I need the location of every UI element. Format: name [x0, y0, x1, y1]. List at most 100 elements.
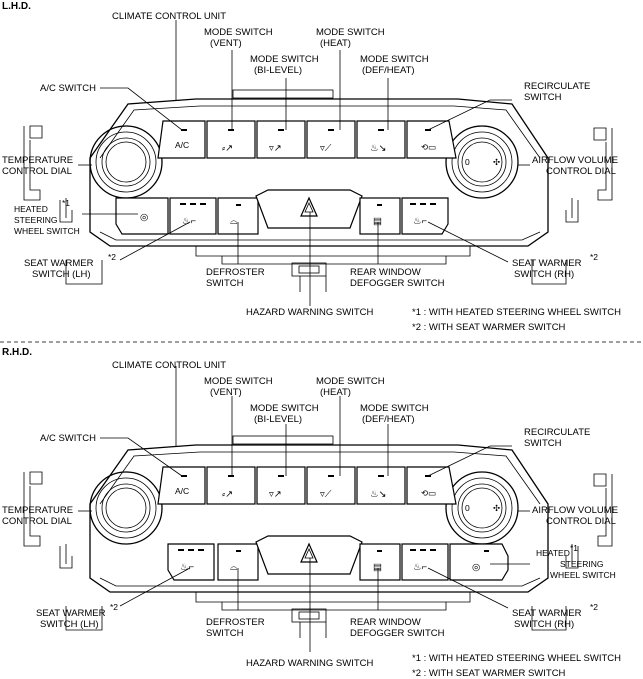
vent-icon: ⸗↗	[222, 143, 233, 154]
bilevel-icon: ▿↗	[269, 489, 282, 500]
def-heat-icon: ♨↘	[370, 143, 387, 154]
mode-vent-switch[interactable]: ⸗↗	[206, 466, 256, 505]
airflow-min-mark: 0	[465, 503, 470, 513]
rear-window-defogger-switch[interactable]: ▤	[359, 543, 401, 581]
vent-label-line1: MODE SWITCH	[204, 27, 273, 38]
defheat-label-line2: (DEF/HEAT)	[362, 414, 415, 425]
defroster-label-line2: SWITCH	[206, 628, 244, 639]
seat-heat-icon: ♨⌐	[180, 562, 194, 573]
heated-label-line3: WHEEL SWITCH	[550, 570, 616, 580]
seat-rh-label-line2: SWITCH (RH)	[514, 619, 574, 630]
heat-label-line1: MODE SWITCH	[316, 376, 385, 387]
heat-icon: ▿⟋	[320, 143, 332, 154]
footnote-2: *2 : WITH SEAT WARMER SWITCH	[412, 322, 566, 333]
recirculate-label-line1: RECIRCULATE	[524, 81, 590, 92]
ac-switch[interactable]: A/C	[157, 120, 206, 159]
seat-rh-label-superscript: *2	[590, 602, 598, 612]
airflow-label-line1: AIRFLOW VOLUME	[532, 155, 618, 166]
section-header: R.H.D.	[2, 347, 32, 358]
mode-heat-switch[interactable]: ▿⟋	[306, 120, 356, 159]
airflow-volume-control-dial[interactable]: 0 ✣	[445, 125, 519, 199]
vent-icon: ⸗↗	[222, 489, 233, 500]
ac-switch-label: A/C SWITCH	[40, 83, 96, 94]
seat-heat-icon: ♨⌐	[413, 562, 427, 573]
footnote-1: *1 : WITH HEATED STEERING WHEEL SWITCH	[412, 653, 621, 664]
heated-steering-wheel-switch[interactable]: ◎	[115, 197, 169, 235]
recirculate-label-line2: SWITCH	[524, 438, 562, 449]
vent-label-line2: (VENT)	[210, 38, 242, 49]
hazard-label: HAZARD WARNING SWITCH	[246, 307, 374, 318]
mode-vent-switch[interactable]: ⸗↗	[206, 120, 256, 159]
climate-control-unit	[23, 435, 613, 638]
ac-button-text: A/C	[175, 486, 189, 496]
ac-switch[interactable]: A/C	[157, 466, 206, 505]
heated-label-line2: STEERING	[560, 559, 603, 569]
mode-heat-switch[interactable]: ▿⟋	[306, 466, 356, 505]
airflow-label-line2: CONTROL DIAL	[546, 516, 616, 527]
fan-icon: ✣	[493, 503, 501, 513]
rear-window-defogger-switch[interactable]: ▤	[359, 197, 401, 235]
heated-label-superscript: *1	[62, 198, 70, 208]
mode-bilevel-switch[interactable]: ▿↗	[256, 120, 306, 159]
bilevel-label-line1: MODE SWITCH	[250, 54, 319, 65]
climate-control-unit	[23, 89, 613, 292]
recirculate-switch[interactable]: ⟲▭	[406, 120, 457, 159]
seat-rh-label-line1: SEAT WARMER	[512, 258, 582, 269]
temperature-label-line2: CONTROL DIAL	[2, 516, 72, 527]
footnote-1: *1 : WITH HEATED STEERING WHEEL SWITCH	[412, 307, 621, 318]
lhd-section: L.H.D.	[2, 1, 621, 333]
heated-steering-wheel-switch[interactable]: ◎	[449, 543, 509, 581]
steering-wheel-icon: ◎	[140, 212, 149, 223]
temperature-label-line1: TEMPERATURE	[2, 505, 73, 516]
climate-control-unit-label: CLIMATE CONTROL UNIT	[112, 360, 226, 371]
seat-heat-icon: ♨⌐	[182, 216, 196, 227]
def-heat-icon: ♨↘	[370, 489, 387, 500]
seat-warmer-switch-lh[interactable]: ♨⌐	[167, 543, 215, 581]
seat-lh-label-line2: SWITCH (LH)	[40, 619, 99, 630]
mode-def-heat-switch[interactable]: ♨↘	[356, 120, 406, 159]
recirculate-icon: ⟲▭	[421, 142, 436, 152]
hazard-warning-switch[interactable]	[255, 535, 363, 575]
rear-defogger-icon: ▤	[373, 216, 382, 227]
heat-label-line1: MODE SWITCH	[316, 27, 385, 38]
recirculate-label-line2: SWITCH	[524, 92, 562, 103]
rear-label-line1: REAR WINDOW	[350, 617, 421, 628]
airflow-label-line1: AIRFLOW VOLUME	[532, 505, 618, 516]
heated-label-line1: HEATED	[14, 204, 48, 214]
rear-defogger-icon: ▤	[373, 562, 382, 573]
heated-label-superscript: *1	[570, 543, 578, 553]
recirculate-switch[interactable]: ⟲▭	[406, 466, 457, 505]
rear-label-line2: DEFOGGER SWITCH	[350, 628, 445, 639]
mode-bilevel-switch[interactable]: ▿↗	[256, 466, 306, 505]
rhd-section: R.H.D.	[2, 347, 621, 679]
seat-lh-label-superscript: *2	[110, 602, 118, 612]
airflow-label-line2: CONTROL DIAL	[546, 166, 616, 177]
heat-icon: ▿⟋	[320, 489, 332, 500]
temperature-control-dial[interactable]	[89, 125, 163, 199]
recirculate-label-line1: RECIRCULATE	[524, 427, 590, 438]
heated-label-line3: WHEEL SWITCH	[14, 226, 80, 236]
seat-rh-label-line2: SWITCH (RH)	[514, 269, 574, 280]
seat-warmer-switch-lh[interactable]: ♨⌐	[169, 197, 217, 235]
hazard-warning-switch[interactable]	[255, 189, 363, 229]
seat-lh-label-line1: SEAT WARMER	[36, 608, 106, 619]
seat-lh-label-line2: SWITCH (LH)	[32, 269, 91, 280]
airflow-volume-control-dial[interactable]: 0 ✣	[445, 471, 519, 545]
seat-heat-icon: ♨⌐	[413, 216, 427, 227]
defheat-label-line2: (DEF/HEAT)	[362, 65, 415, 76]
footnote-2: *2 : WITH SEAT WARMER SWITCH	[412, 668, 566, 679]
seat-rh-label-line1: SEAT WARMER	[512, 608, 582, 619]
labels: CLIMATE CONTROL UNIT MODE SWITCH (VENT) …	[2, 11, 621, 333]
seat-rh-label-superscript: *2	[590, 252, 598, 262]
defroster-label-line2: SWITCH	[206, 278, 244, 289]
section-header: L.H.D.	[2, 1, 31, 12]
seat-warmer-switch-rh[interactable]: ♨⌐	[401, 197, 449, 235]
vent-label-line1: MODE SWITCH	[204, 376, 273, 387]
temperature-control-dial[interactable]	[89, 471, 163, 545]
temperature-label-line2: CONTROL DIAL	[2, 166, 72, 177]
heat-label-line2: (HEAT)	[320, 387, 351, 398]
defroster-icon: ⌓	[230, 216, 238, 227]
seat-lh-label-superscript: *2	[108, 252, 116, 262]
mode-def-heat-switch[interactable]: ♨↘	[356, 466, 406, 505]
hazard-label: HAZARD WARNING SWITCH	[246, 658, 374, 669]
